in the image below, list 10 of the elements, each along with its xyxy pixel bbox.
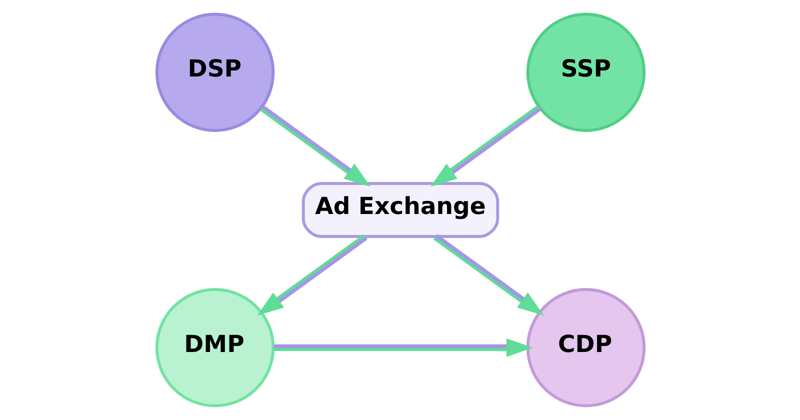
arrow bbox=[430, 105, 541, 187]
arrow bbox=[259, 105, 370, 187]
arrow bbox=[432, 234, 544, 316]
node-circle: DSP bbox=[154, 12, 274, 132]
node-circle: SSP bbox=[526, 12, 646, 132]
node-circle: CDP bbox=[526, 288, 646, 408]
arrow bbox=[273, 338, 532, 357]
node-box: Ad Exchange bbox=[301, 182, 499, 238]
node-circle: DMP bbox=[154, 288, 274, 408]
arrow bbox=[256, 234, 368, 316]
